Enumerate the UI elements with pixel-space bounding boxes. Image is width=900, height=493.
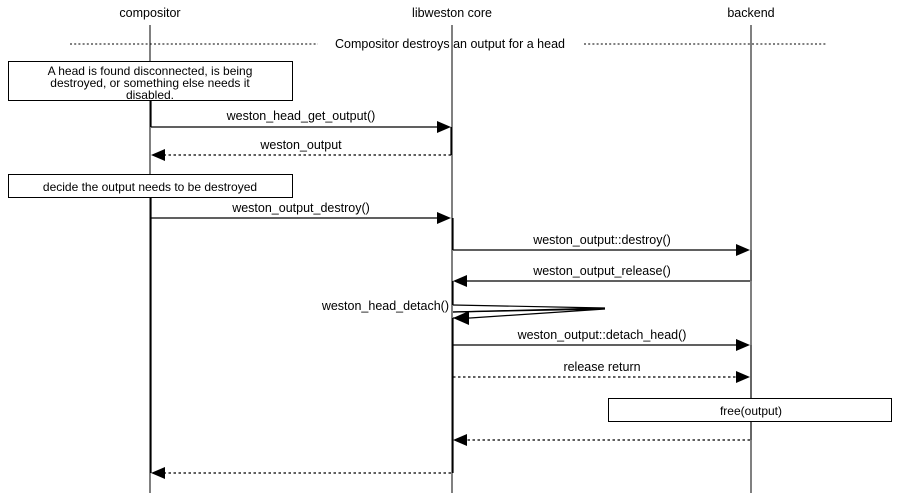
note-free-output-line-1: free(output) [720, 404, 782, 418]
note-decide-destroy-line-1: decide the output needs to be destroyed [43, 180, 257, 194]
message-label-weston-output-release: weston_output_release() [532, 264, 671, 278]
divider-label: Compositor destroys an output for a head [335, 37, 565, 51]
arrowhead-release-return [736, 371, 750, 383]
message-weston-head-detach: weston_head_detach() [321, 299, 606, 345]
message-weston-head-get-output: weston_head_get_output() [150, 101, 451, 133]
divider-compositor-destroys-output: Compositor destroys an output for a head [70, 37, 826, 51]
note-head-disconnected-line-1: A head is found disconnected, is being [48, 64, 253, 78]
note-decide-destroy: decide the output needs to be destroyed [8, 174, 293, 198]
message-label-weston-head-detach: weston_head_detach() [321, 299, 449, 313]
message-label-weston-output-destroy-callback: weston_output::destroy() [532, 233, 671, 247]
arrowhead-weston-output-destroy-callback [736, 244, 750, 256]
message-label-weston-output-return: weston_output [259, 138, 342, 152]
note-head-disconnected-line-2: destroyed, or something else needs it [50, 76, 250, 90]
message-weston-output-destroy: weston_output_destroy() [150, 198, 451, 473]
arrowhead-weston-output-detach-head [736, 339, 750, 351]
message-weston-output-detach-head: weston_output::detach_head() [452, 328, 752, 398]
note-box-free-output [608, 398, 892, 422]
message-weston-output-release: weston_output_release() [452, 264, 750, 305]
participant-headers: compositor libweston core backend [119, 6, 774, 20]
arrowhead-weston-head-get-output [437, 121, 451, 133]
message-line-weston-head-detach-back [452, 308, 606, 319]
participant-label-backend: backend [727, 6, 774, 20]
note-box-head-disconnected [8, 61, 293, 101]
message-label-release-return: release return [563, 360, 640, 374]
arrowhead-weston-output-release [453, 275, 467, 287]
message-release-return: release return [452, 360, 750, 440]
note-head-disconnected: A head is found disconnected, is being d… [8, 61, 293, 102]
participant-label-compositor: compositor [119, 6, 180, 20]
participant-label-libweston-core: libweston core [412, 6, 492, 20]
arrowhead-weston-output-return [151, 149, 165, 161]
arrowhead-free-return [453, 434, 467, 446]
message-label-weston-output-detach-head: weston_output::detach_head() [517, 328, 687, 342]
arrowhead-destroy-return [151, 467, 165, 479]
message-destroy-return [151, 440, 454, 479]
message-label-weston-output-destroy: weston_output_destroy() [231, 201, 370, 215]
message-label-weston-head-get-output: weston_head_get_output() [226, 109, 376, 123]
message-weston-output-destroy-callback: weston_output::destroy() [452, 218, 752, 281]
note-free-output: free(output) [608, 398, 892, 422]
arrowhead-weston-head-detach [453, 311, 469, 325]
note-head-disconnected-line-3: disabled. [126, 88, 174, 102]
note-box-decide-destroy [8, 174, 293, 198]
message-weston-output-return: weston_output [151, 127, 452, 161]
message-free-return [453, 422, 752, 446]
arrowhead-weston-output-destroy [437, 212, 451, 224]
